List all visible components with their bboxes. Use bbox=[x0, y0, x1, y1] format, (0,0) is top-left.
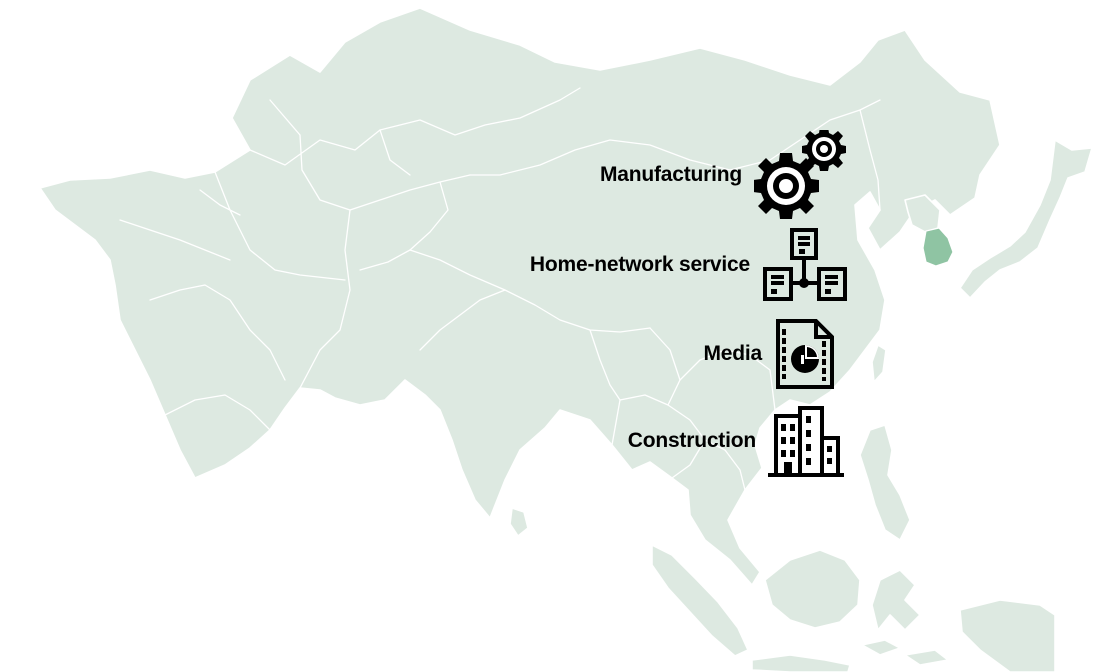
borneo bbox=[764, 549, 861, 629]
sumatra bbox=[651, 544, 749, 657]
buildings-icon bbox=[768, 406, 844, 477]
network-icon bbox=[763, 228, 847, 301]
japan bbox=[959, 139, 1093, 299]
taiwan bbox=[871, 344, 887, 383]
report-document-icon bbox=[776, 319, 834, 389]
sector-media: Media bbox=[703, 316, 836, 392]
new-guinea bbox=[959, 599, 1056, 672]
sulawesi bbox=[871, 569, 921, 631]
island bbox=[904, 649, 949, 666]
island bbox=[861, 639, 901, 656]
philippines bbox=[859, 424, 911, 541]
sector-construction: Construction bbox=[628, 402, 844, 480]
sector-label: Manufacturing bbox=[599, 163, 742, 186]
sector-label: Home-network service bbox=[529, 253, 750, 276]
gears-icon bbox=[754, 130, 846, 219]
sector-home-network-service: Home-network service bbox=[530, 226, 848, 304]
sector-label: Construction bbox=[627, 429, 756, 452]
sector-label: Media bbox=[703, 342, 762, 365]
java bbox=[751, 654, 851, 672]
sector-manufacturing: Manufacturing bbox=[600, 130, 846, 220]
sri-lanka bbox=[509, 507, 529, 537]
south-korea-highlight bbox=[922, 227, 954, 267]
country-borders bbox=[119, 87, 881, 491]
asia-mainland bbox=[39, 7, 1001, 586]
